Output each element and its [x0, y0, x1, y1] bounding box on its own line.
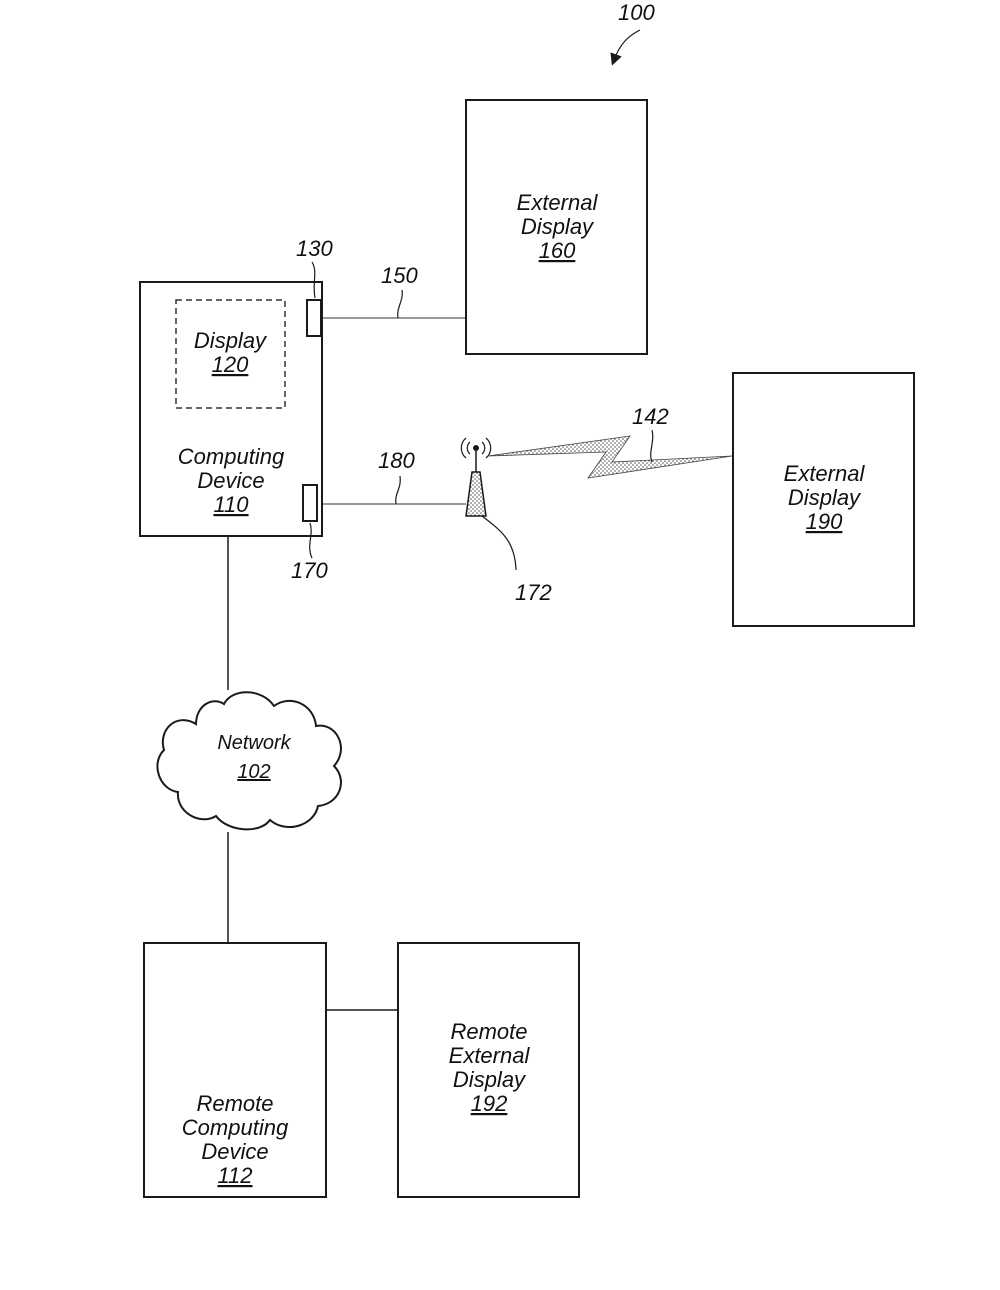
external-display-190-label-2: Display — [788, 485, 862, 510]
wireless-link-leader — [650, 429, 654, 463]
external-display-190-label-1: External — [784, 461, 866, 486]
external-display-160-box — [465, 99, 648, 355]
external-display-190-box — [732, 372, 915, 627]
computing-device-label-1: Computing — [178, 444, 285, 469]
port-170-leader — [309, 522, 313, 559]
computing-device-label-2: Device — [197, 468, 264, 493]
external-display-190-ref: 190 — [806, 509, 843, 534]
remote-computing-device-label-2: Computing — [182, 1115, 289, 1140]
remote-computing-device-label-3: Device — [201, 1139, 268, 1164]
port-170 — [302, 484, 318, 522]
network-ref: 102 — [237, 761, 270, 783]
computing-device-ref: 110 — [213, 492, 249, 517]
remote-external-display-box — [397, 942, 580, 1198]
figure-ref-arrow — [610, 29, 641, 66]
display-ref: 120 — [212, 352, 249, 377]
wireless-link-ref: 142 — [632, 404, 669, 429]
network-label: Network — [217, 732, 291, 754]
display-label: Display — [194, 328, 268, 353]
link-180-leader — [395, 475, 401, 505]
external-display-160-label-2: Display — [521, 214, 595, 239]
antenna-leader — [481, 515, 517, 571]
figure-ref-label: 100 — [618, 0, 655, 25]
port-130-ref: 130 — [296, 236, 333, 261]
link-150-leader — [397, 289, 403, 319]
link-150-ref: 150 — [381, 263, 418, 288]
remote-external-display-label-3: Display — [453, 1067, 527, 1092]
external-display-160-ref: 160 — [539, 238, 576, 263]
remote-external-display-label-2: External — [449, 1043, 531, 1068]
port-130-leader — [311, 261, 316, 299]
remote-external-display-label-1: Remote — [450, 1019, 527, 1044]
port-170-ref: 170 — [291, 558, 328, 583]
remote-computing-device-label-1: Remote — [196, 1091, 273, 1116]
display-dashed-box — [175, 299, 286, 409]
antenna-ref: 172 — [515, 580, 552, 605]
remote-external-display-ref: 192 — [471, 1091, 508, 1116]
computing-device-box — [139, 281, 323, 537]
remote-computing-device-ref: 112 — [217, 1163, 252, 1188]
antenna-icon — [460, 437, 492, 517]
remote-computing-device-box — [143, 942, 327, 1198]
network-cloud-icon — [156, 691, 342, 831]
port-130 — [306, 299, 322, 337]
link-180-ref: 180 — [378, 448, 415, 473]
wireless-link-bolt — [487, 435, 733, 479]
external-display-160-label-1: External — [517, 190, 599, 215]
